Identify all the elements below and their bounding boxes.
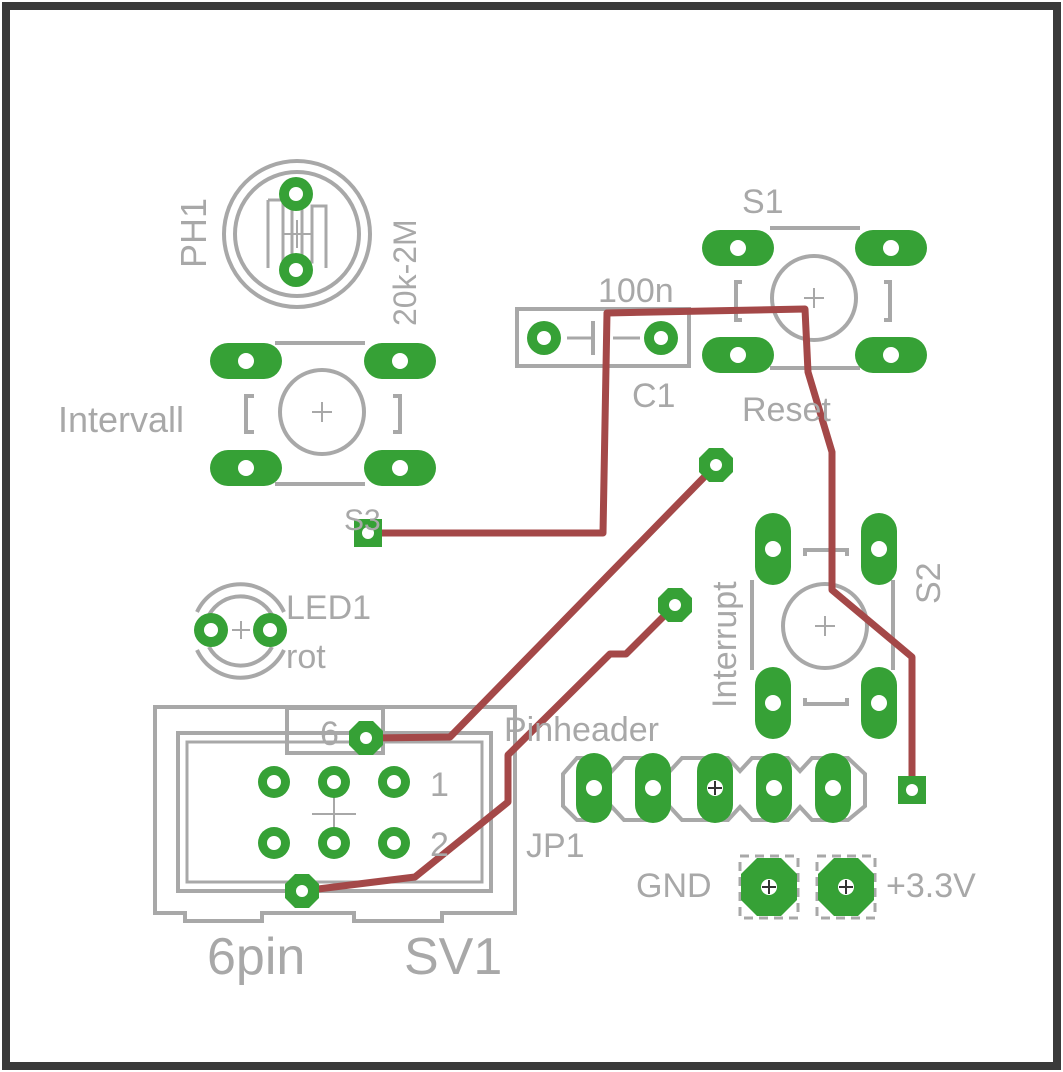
sv1-pin6-label: 6 [320, 715, 339, 753]
square-pads [354, 519, 926, 804]
led1-name-label: LED1 [286, 589, 371, 627]
s3-footprint [244, 341, 402, 486]
s2-footprint [750, 548, 895, 706]
jp1-value-label: Pinheader [504, 711, 659, 749]
gnd-label: GND [636, 867, 712, 905]
trace-c1-s2-vcc [603, 305, 916, 794]
c1-value-label: 100n [598, 272, 674, 310]
vias [285, 448, 733, 908]
s2-value-label: Interrupt [706, 581, 744, 708]
c1-name-label: C1 [632, 377, 675, 415]
led1-footprint [195, 582, 286, 680]
sv1-pin1-label: 1 [430, 766, 449, 804]
s3-value-label: Intervall [58, 399, 184, 440]
sv1-name-label: SV1 [404, 928, 502, 986]
trace-sv1-gnd [298, 601, 679, 895]
s1-pads [702, 230, 927, 373]
trace-sv1-6 [362, 461, 720, 742]
sv1-pin2-label: 2 [430, 826, 449, 864]
ph1-name-label: PH1 [173, 198, 214, 268]
s1-name-label: S1 [742, 183, 784, 221]
s2-name-label: S2 [910, 562, 948, 604]
jp1-name-label: JP1 [526, 827, 585, 865]
led1-pads [194, 613, 287, 647]
s3-name-label: S3 [344, 504, 381, 537]
led1-value-label: rot [286, 638, 326, 676]
s1-footprint [734, 226, 892, 370]
traces [298, 305, 916, 895]
s3-pads [210, 343, 436, 486]
vcc-label: +3.3V [886, 867, 976, 905]
sv1-value-label: 6pin [207, 928, 305, 986]
s1-value-label: Reset [742, 391, 831, 429]
ph1-value-label: 20k-2M [387, 219, 423, 326]
ph1-pads [279, 177, 313, 287]
trace-s3-c1 [364, 309, 611, 537]
sv1-pads [258, 766, 410, 859]
c1-pads [527, 321, 678, 355]
s2-pads [755, 513, 897, 739]
jp1-footprint [561, 756, 867, 822]
